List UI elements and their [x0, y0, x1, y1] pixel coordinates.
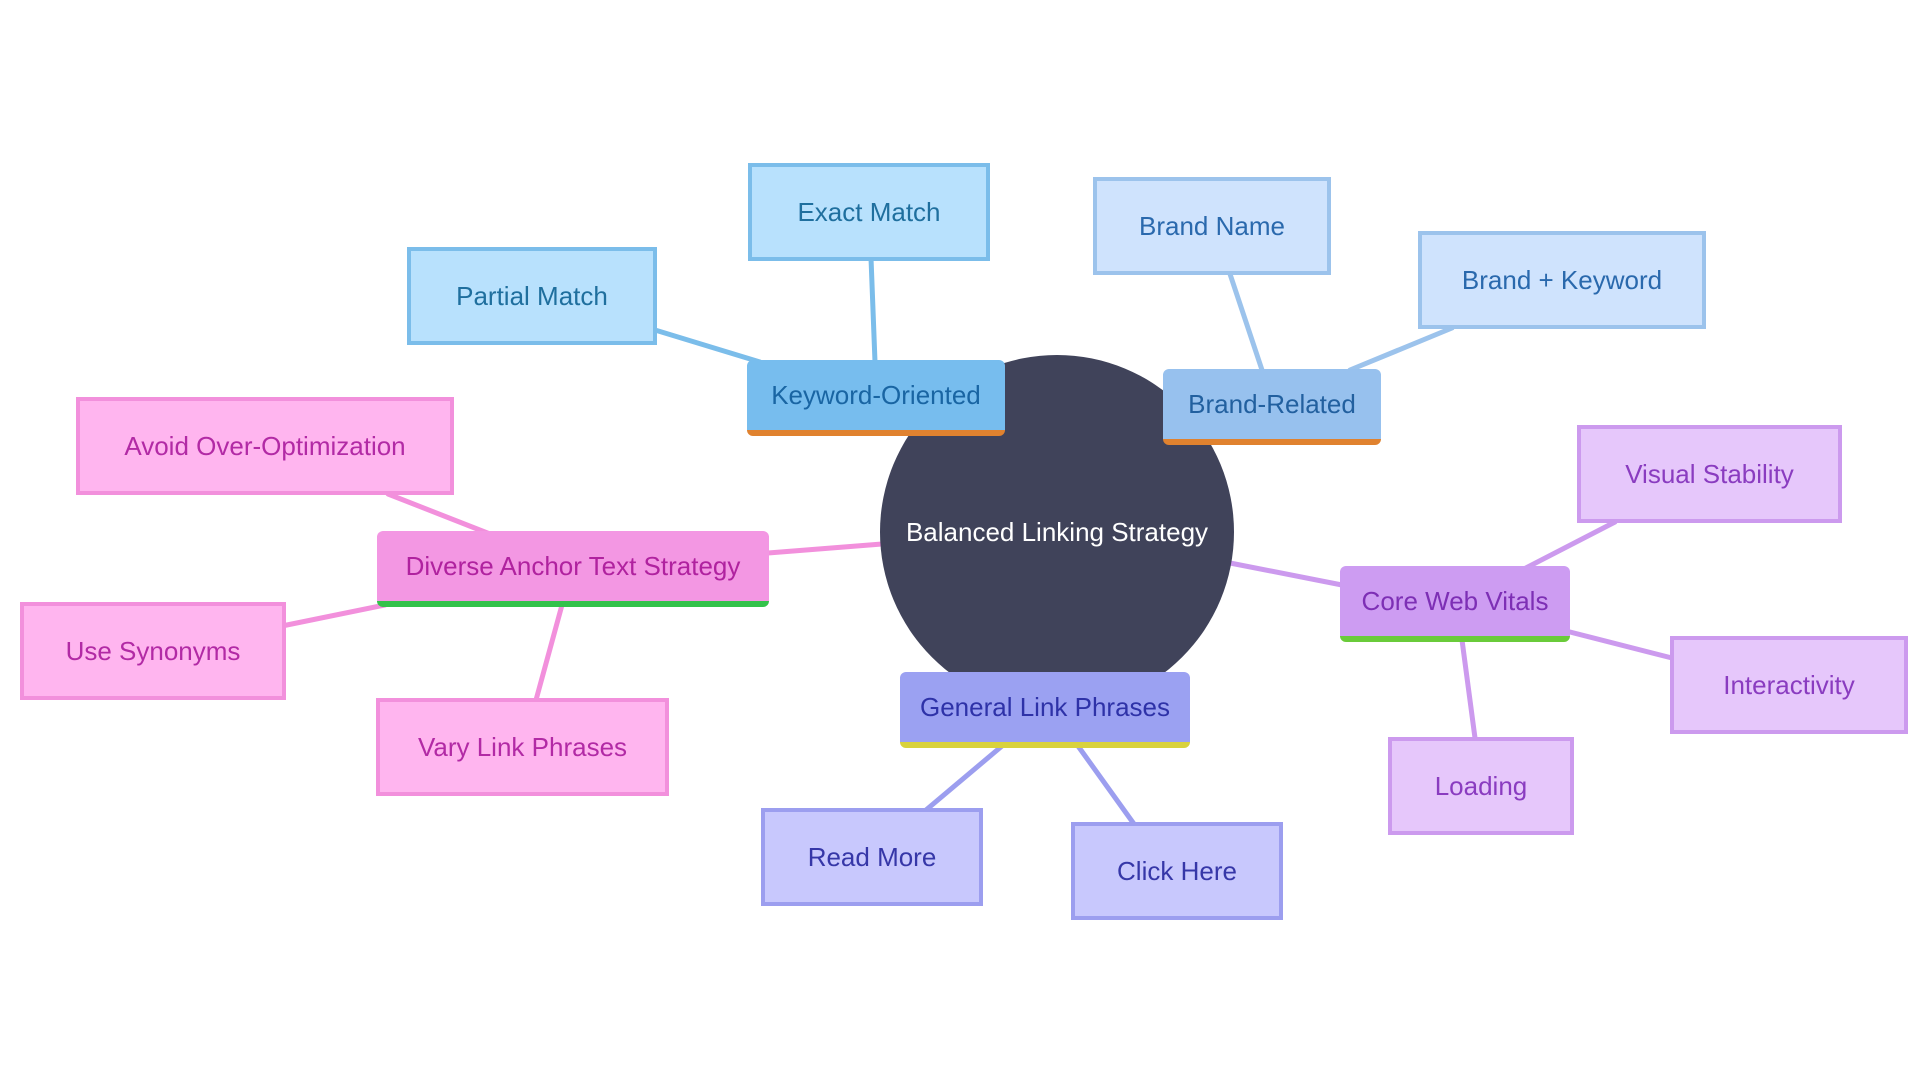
leaf-vary-link-phrases-label: Vary Link Phrases	[417, 731, 628, 762]
leaf-avoid-over-optimization-label: Avoid Over-Optimization	[124, 430, 406, 461]
leaf-loading-label: Loading	[1434, 770, 1528, 801]
edge-diverse-avoid-over-optimization	[385, 491, 493, 537]
branch-brand-related: Brand-Related	[1163, 369, 1381, 445]
leaf-click-here: Click Here	[1071, 822, 1283, 920]
branch-general-link-phrases: General Link Phrases	[900, 672, 1190, 748]
edge-general-read-more	[923, 743, 1005, 813]
leaf-use-synonyms: Use Synonyms	[20, 602, 286, 700]
edge-keyword-partial-match	[652, 327, 763, 365]
center-node-label: Balanced Linking Strategy	[905, 516, 1209, 547]
branch-general-link-phrases-label: General Link Phrases	[919, 691, 1171, 722]
edge-brand-brand-name	[1227, 271, 1265, 373]
edge-keyword-exact-match	[868, 255, 878, 365]
leaf-read-more: Read More	[761, 808, 983, 906]
leaf-read-more-label: Read More	[807, 841, 937, 872]
leaf-brand-name-label: Brand Name	[1139, 210, 1285, 241]
edge-cwv-interactivity	[1567, 629, 1675, 661]
branch-keyword-oriented: Keyword-Oriented	[747, 360, 1005, 436]
leaf-use-synonyms-label: Use Synonyms	[65, 635, 241, 666]
branch-brand-related-label: Brand-Related	[1188, 388, 1356, 419]
leaf-partial-match: Partial Match	[407, 247, 657, 345]
edge-diverse-vary-link-phrases	[533, 602, 565, 703]
leaf-interactivity: Interactivity	[1670, 636, 1908, 734]
edge-center-core-web-vitals	[1227, 560, 1345, 588]
leaf-click-here-label: Click Here	[1117, 855, 1237, 886]
leaf-exact-match-label: Exact Match	[797, 196, 941, 227]
leaf-brand-name: Brand Name	[1093, 177, 1331, 275]
edge-cwv-visual-stability	[1519, 519, 1618, 573]
leaf-interactivity-label: Interactivity	[1723, 669, 1855, 700]
leaf-vary-link-phrases: Vary Link Phrases	[376, 698, 669, 796]
leaf-visual-stability-label: Visual Stability	[1625, 458, 1794, 489]
leaf-exact-match: Exact Match	[748, 163, 990, 261]
edge-cwv-loading	[1459, 637, 1478, 741]
branch-keyword-oriented-label: Keyword-Oriented	[771, 379, 981, 410]
leaf-loading: Loading	[1388, 737, 1574, 835]
leaf-brand-keyword-label: Brand + Keyword	[1461, 264, 1663, 295]
edge-center-diverse-anchor	[765, 541, 885, 556]
branch-core-web-vitals: Core Web Vitals	[1340, 566, 1570, 642]
branch-core-web-vitals-label: Core Web Vitals	[1361, 585, 1549, 616]
leaf-visual-stability: Visual Stability	[1577, 425, 1842, 523]
edge-diverse-use-synonyms	[279, 602, 388, 629]
edge-general-click-here	[1075, 743, 1137, 827]
branch-diverse-anchor-text-strategy: Diverse Anchor Text Strategy	[377, 531, 769, 607]
leaf-partial-match-label: Partial Match	[456, 280, 608, 311]
leaf-avoid-over-optimization: Avoid Over-Optimization	[76, 397, 454, 495]
edge-brand-brand-keyword	[1347, 325, 1455, 373]
leaf-brand-keyword: Brand + Keyword	[1418, 231, 1706, 329]
branch-diverse-anchor-text-strategy-label: Diverse Anchor Text Strategy	[405, 550, 741, 581]
